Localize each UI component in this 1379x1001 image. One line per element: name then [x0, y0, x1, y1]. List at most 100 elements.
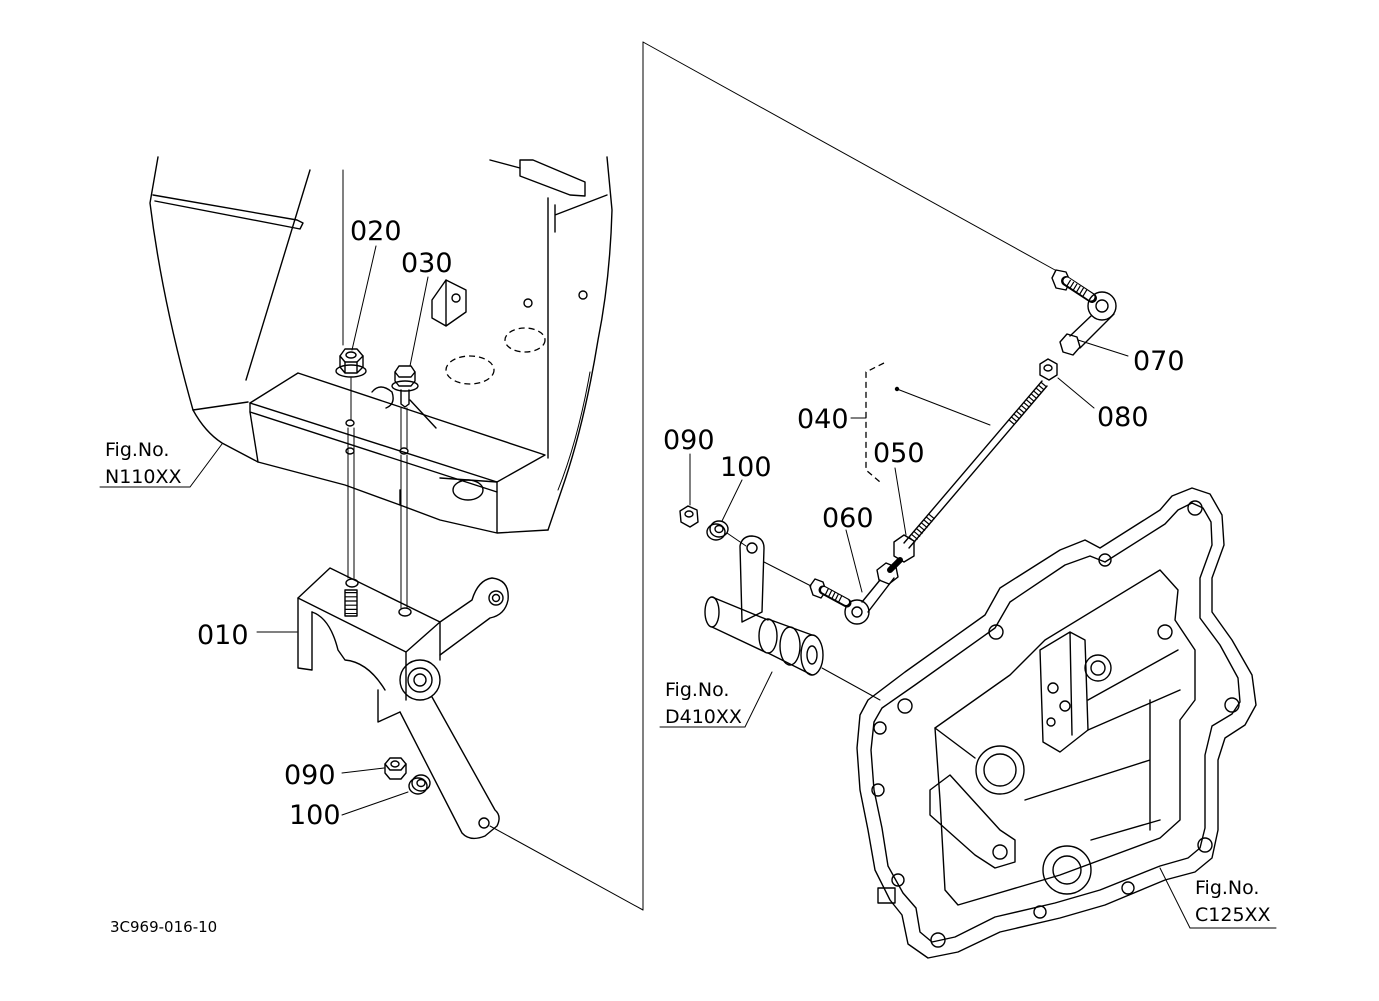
- nut-020-top: [339, 348, 364, 363]
- washer-100-right-outer-back: [706, 523, 726, 541]
- nut-090-right-bore: [684, 510, 694, 518]
- assembly-line-shaft-housing: [821, 667, 881, 701]
- frame-body: [149, 156, 613, 534]
- frame-shadow-line: [557, 371, 591, 491]
- fig-n110-prefix: Fig.No.: [105, 439, 169, 461]
- housing-bolt-hole: [1033, 905, 1047, 919]
- nut-020-sides: [339, 355, 364, 374]
- callout-090-left: 090: [284, 760, 336, 791]
- inner-block-hole: [1047, 682, 1059, 694]
- washer-100-left-outer: [411, 774, 431, 792]
- plate-hole: [345, 447, 355, 455]
- lower-lever-hole: [478, 817, 490, 829]
- rod-050-link: [887, 557, 903, 573]
- joint-060-neck: [861, 577, 895, 613]
- assembly-lines-right: [726, 532, 881, 701]
- housing-bolt-hole: [871, 783, 885, 797]
- frame-hidden-hole: [445, 355, 495, 385]
- rod-050: [887, 380, 1048, 573]
- leader-020: [351, 245, 377, 351]
- bolt-030-shank: [400, 389, 410, 408]
- housing-lower-boss: [1042, 845, 1092, 895]
- leader-070: [1077, 339, 1129, 357]
- bracket-boss: [399, 659, 441, 701]
- housing-bolt-hole: [891, 873, 905, 887]
- top-tab: [519, 159, 586, 197]
- upper-arm-eye-inner: [491, 593, 501, 603]
- joint-060-hex: [876, 562, 899, 585]
- housing-shaft-boss-bore: [983, 753, 1017, 787]
- washer-100-right-inner: [714, 524, 724, 534]
- shaft-d410: [704, 535, 824, 676]
- housing-bolt-hole: [1224, 697, 1240, 713]
- plate-hole: [399, 447, 409, 455]
- callout-080: 080: [1097, 402, 1149, 433]
- joint-070-eye-inner: [1095, 299, 1109, 313]
- assembly-lines-left: [347, 377, 408, 609]
- washer-100-left: [408, 774, 431, 795]
- leader-fig-n110: [99, 443, 223, 488]
- nut-080: [1039, 358, 1058, 381]
- assembly-line-washer-lever: [726, 532, 747, 547]
- top-edge: [489, 159, 521, 169]
- nut-090-left-bore: [390, 760, 400, 768]
- inner-block-hole: [1059, 700, 1071, 712]
- housing-lower-boss-bore: [1052, 855, 1082, 885]
- inner-block-hole: [1046, 717, 1056, 727]
- frame-inner-edge: [554, 194, 608, 233]
- nut-020-flange: [335, 364, 367, 378]
- housing-flange-inner: [870, 502, 1241, 943]
- ball-joint-060: [809, 562, 899, 625]
- housing-c125: [856, 487, 1257, 959]
- shaft-lever-hole: [746, 542, 758, 554]
- callout-050: 050: [873, 438, 925, 469]
- divider-lines: [489, 41, 1056, 911]
- front-block-hole: [452, 479, 484, 501]
- callout-020: 020: [350, 216, 402, 247]
- body-left-outline: [149, 156, 249, 411]
- washer-100-right-outer: [709, 520, 729, 538]
- bracket-top-face: [297, 567, 441, 653]
- shaft-right-bore: [806, 645, 818, 665]
- bracket-upper-arm: [439, 577, 509, 656]
- fig-d410-code: D410XX: [665, 706, 742, 728]
- housing-bolt-hole: [1197, 837, 1213, 853]
- nut-020-bore: [345, 351, 357, 359]
- shaft-right-end: [800, 634, 824, 676]
- assembly-bracket-040-line: [865, 362, 885, 483]
- stud-060-shank-core: [821, 587, 849, 605]
- housing-window: [934, 569, 1196, 906]
- nut-080-body: [1039, 358, 1058, 381]
- housing-bolt-hole: [1121, 881, 1135, 895]
- rod-050-nut: [893, 534, 915, 563]
- assembly-line-lever-stud: [763, 561, 812, 587]
- bracket-left-flange: [297, 597, 313, 671]
- washer-100-left-outer-back: [408, 777, 428, 795]
- leader-fig-c125: [1159, 867, 1277, 929]
- frame-bottom-outline: [249, 411, 549, 534]
- washer-100-right: [706, 520, 729, 541]
- bracket-boss-inner: [407, 667, 433, 693]
- housing-bolt-hole: [1098, 553, 1112, 567]
- leader-fig-d410: [659, 671, 773, 728]
- shaft-body: [711, 596, 769, 653]
- callout-070: 070: [1133, 346, 1185, 377]
- housing-shaft-boss: [975, 745, 1025, 795]
- callout-100-left: 100: [289, 800, 341, 831]
- shaft-collar-ring: [779, 626, 801, 666]
- bracket-channel: [311, 611, 386, 691]
- mount-tab-hole: [451, 293, 461, 303]
- bolt-030: [391, 365, 419, 408]
- housing-threaded-boss: [1084, 654, 1112, 682]
- assembly-040-leader: [896, 388, 991, 426]
- housing-threaded-boss-bore: [1090, 660, 1106, 676]
- floor-plate-top: [249, 372, 546, 483]
- nut-090-left-top: [384, 757, 407, 771]
- callout-090-right: 090: [663, 425, 715, 456]
- shaft-collar-body: [767, 618, 813, 676]
- nut-090-right: [679, 505, 699, 528]
- leader-050: [894, 467, 907, 536]
- figure-reference-labels: Fig.No. N110XX Fig.No. D410XX Fig.No. C1…: [105, 439, 1271, 926]
- callout-060: 060: [822, 503, 874, 534]
- nut-090-left: [384, 757, 407, 780]
